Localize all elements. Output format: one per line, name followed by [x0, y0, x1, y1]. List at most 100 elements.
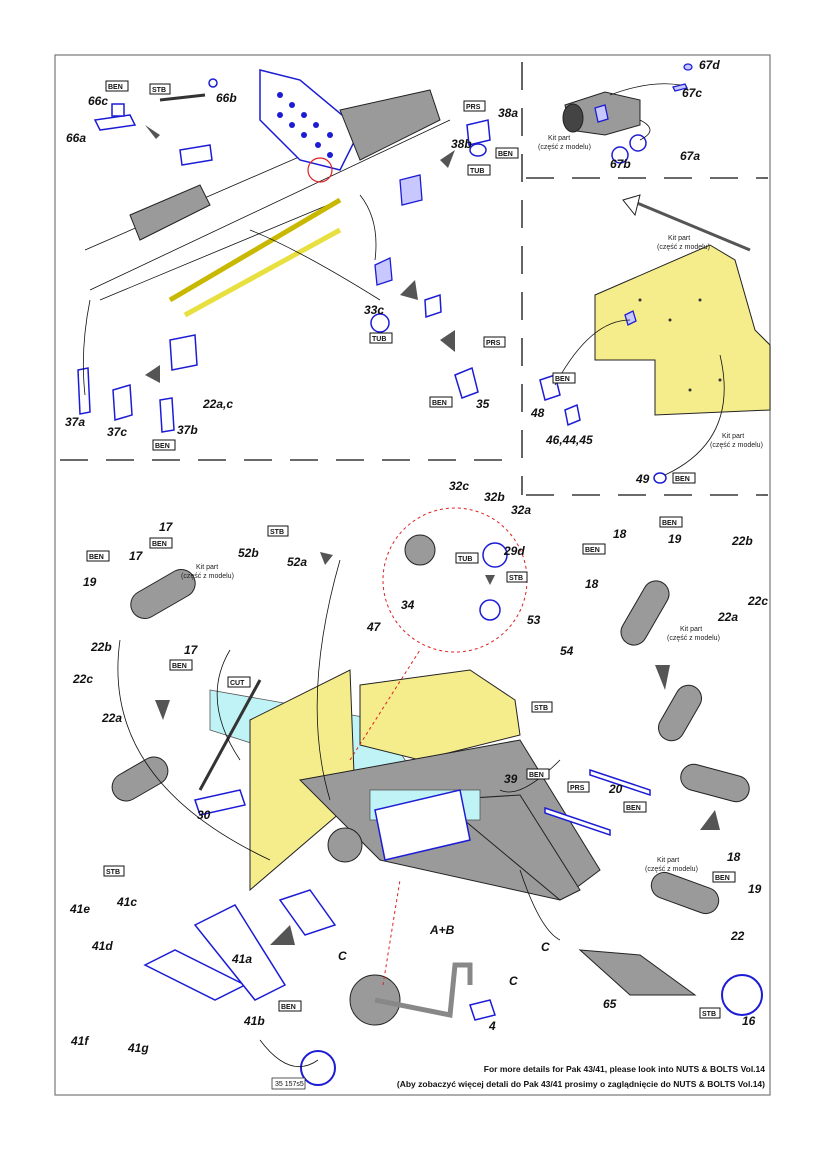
muzzle-brake-drawing: [562, 63, 693, 164]
diagram-shape: [485, 575, 495, 585]
diagram-shape: BEN: [712, 871, 736, 883]
diagram-shape: [320, 552, 333, 565]
diagram-shape: [624, 310, 637, 326]
tag-label: BEN: [715, 875, 730, 882]
diagram-shape: TUB: [369, 332, 393, 344]
diagram-shape: [698, 298, 702, 302]
tag-label: BEN: [152, 541, 167, 548]
diagram-shape: [168, 197, 342, 303]
diagram-shape: [145, 125, 160, 139]
part-number-label: C: [509, 974, 518, 988]
diagram-shape: PRS: [483, 336, 506, 348]
tag-label: TUB: [458, 556, 472, 563]
tag-label: BEN: [585, 547, 600, 554]
diagram-shape: BEN: [429, 396, 453, 408]
diagram-shape: [531, 701, 553, 713]
tag-label: BEN: [432, 400, 447, 407]
diagram-shape: [277, 112, 283, 118]
diagram-shape: [374, 257, 393, 286]
diagram-shape: [482, 542, 508, 568]
diagram-shape: [552, 372, 576, 384]
part-number-label: 41d: [91, 939, 113, 953]
part-number-label: 41e: [69, 902, 90, 916]
part-number-label: 22: [730, 929, 745, 943]
diagram-shape: [152, 439, 176, 451]
diagram-shape: [112, 384, 133, 421]
diagram-shape: BEN: [623, 801, 647, 813]
part-number-label: 41b: [243, 1014, 265, 1028]
tag-label: BEN: [555, 376, 570, 383]
diagram-shape: [198, 679, 262, 791]
part-number-label: 18: [727, 850, 741, 864]
tag-label: STB: [702, 1011, 716, 1018]
diagram-shape: [111, 756, 169, 802]
footer: 35 157s5 For more details for Pak 43/41,…: [271, 1064, 765, 1090]
diagram-shape: [562, 103, 584, 133]
diagram-shape: [327, 827, 363, 863]
diagram-shape: [93, 114, 137, 131]
tag-label: TUB: [470, 168, 484, 175]
diagram-shape: [86, 550, 110, 562]
diagram-shape: [399, 174, 423, 206]
part-number-label: 52b: [238, 546, 259, 560]
tag-label: BEN: [281, 1004, 296, 1011]
part-number-label: 37a: [65, 415, 85, 429]
diagram-shape: PRS: [463, 100, 486, 112]
diagram-shape: [650, 871, 720, 915]
diagram-shape: [629, 134, 647, 152]
diagram-shape: [159, 397, 175, 433]
part-number-label: 66a: [66, 131, 86, 145]
detail-circle: [382, 507, 528, 653]
kit-part-note: (część z modelu): [645, 866, 698, 873]
diagram-shape: [469, 999, 496, 1021]
kit-part-note: (część z modelu): [538, 144, 591, 151]
diagram-shape: [179, 144, 213, 166]
tag-label: BEN: [498, 151, 513, 158]
diagram-shape: [712, 871, 736, 883]
part-number-label: 22a: [101, 711, 122, 725]
product-code-box: [271, 1077, 306, 1090]
diagram-shape: [194, 789, 246, 816]
part-number-label: 38a: [498, 106, 518, 120]
diagram-shape: PRS: [567, 781, 590, 793]
tag-label: STB: [509, 575, 523, 582]
diagram-shape: [469, 143, 487, 157]
tag-label: PRS: [466, 104, 481, 111]
diagram-shape: STB: [103, 865, 125, 877]
diagram-shape: [300, 1050, 336, 1086]
diagram-shape: [623, 801, 647, 813]
part-number-label: 4: [488, 1019, 496, 1033]
diagram-shape: [374, 789, 471, 861]
diagram-shape: [307, 157, 333, 183]
gun-shield-top-part: [259, 69, 361, 171]
diagram-shape: [327, 152, 333, 158]
part-number-label: 33c: [364, 303, 384, 317]
diagram-shape: [653, 472, 667, 484]
tag-label: BEN: [675, 476, 690, 483]
kit-part-note: Kit part: [680, 626, 702, 633]
diagram-shape: [564, 403, 581, 427]
part-number-label: 32c: [449, 479, 469, 493]
part-number-label: C: [541, 940, 550, 954]
diagram-shape: BEN: [552, 372, 576, 384]
part-number-label: 22c: [72, 672, 93, 686]
diagram-shape: [454, 366, 479, 399]
diagram-shape: [582, 543, 606, 555]
part-number-label: 29d: [503, 544, 525, 558]
tag-label: BEN: [626, 805, 641, 812]
diagram-shape: [339, 89, 441, 161]
tag-label: STB: [152, 87, 166, 94]
diagram-shape: [289, 122, 295, 128]
diagram-shape: [463, 100, 486, 112]
diagram-shape: STB: [149, 83, 171, 95]
part-number-label: 67d: [699, 58, 720, 72]
diagram-shape: [370, 313, 390, 333]
part-number-label: 46,44,45: [545, 433, 593, 447]
diagram-shape: BEN: [582, 543, 606, 555]
diagram-shape: [700, 810, 720, 830]
diagram-shape: BEN: [278, 1000, 302, 1012]
diagram-shape: [440, 150, 455, 168]
part-number-label: 67a: [680, 149, 700, 163]
diagram-shape: BEN: [169, 659, 193, 671]
diagram-shape: TUB: [467, 164, 491, 176]
